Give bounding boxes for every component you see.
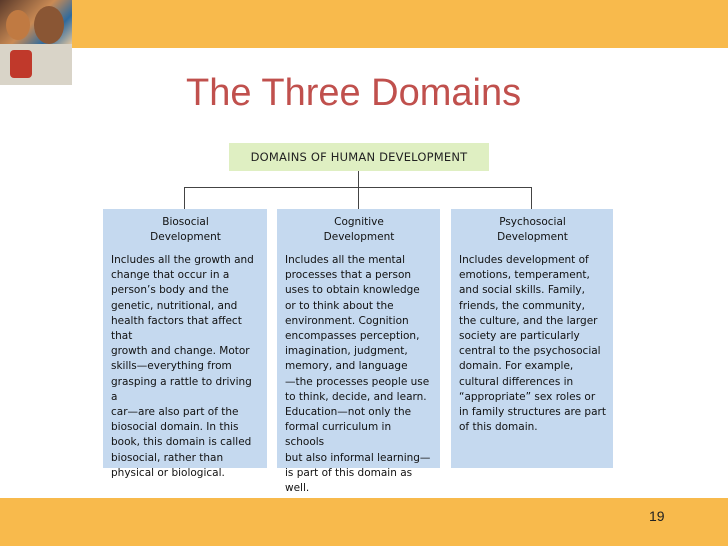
- connector-trunk: [358, 171, 359, 188]
- domain-card-cognitive: Cognitive Development Includes all the m…: [277, 209, 440, 494]
- domain-description: Includes all the mental processes that a…: [285, 254, 431, 495]
- family-photo: [0, 0, 72, 85]
- domain-title: Psychosocial Development: [497, 216, 568, 243]
- domain-title: Cognitive Development: [323, 216, 395, 243]
- top-accent-bar: [0, 0, 728, 48]
- connector-cognitive: [358, 187, 359, 209]
- page-number: 19: [649, 508, 665, 524]
- root-node-label: DOMAINS OF HUMAN DEVELOPMENT: [250, 150, 468, 164]
- connector-biosocial: [184, 187, 185, 209]
- domain-title: Biosocial Development: [150, 216, 221, 243]
- slide-title: The Three Domains: [186, 72, 522, 114]
- domain-description: Includes all the growth and change that …: [111, 254, 254, 479]
- domain-card-biosocial: Biosocial Development Includes all the g…: [103, 209, 267, 479]
- domain-description: Includes development of emotions, temper…: [459, 254, 606, 434]
- bottom-accent-bar: [0, 498, 728, 546]
- root-node: DOMAINS OF HUMAN DEVELOPMENT: [229, 143, 489, 171]
- connector-psychosocial: [531, 187, 532, 209]
- domain-card-psychosocial: Psychosocial Development Includes develo…: [451, 209, 613, 468]
